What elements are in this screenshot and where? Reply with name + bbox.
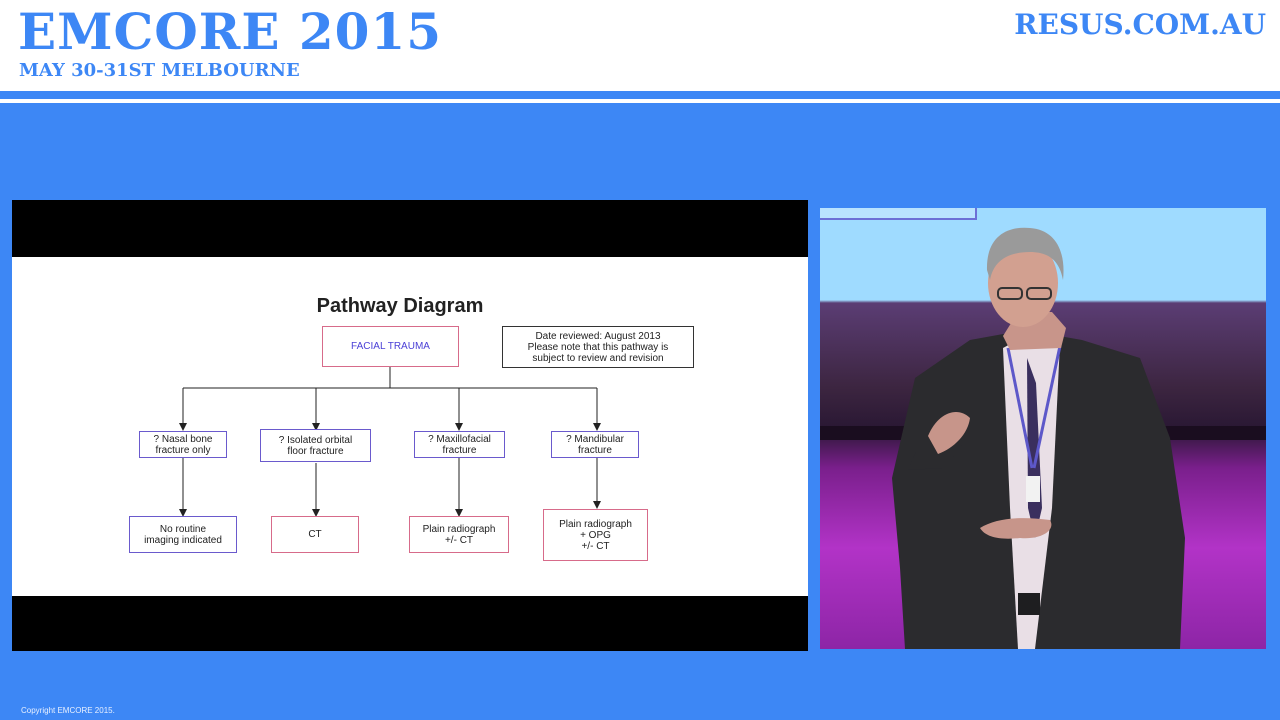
site-link[interactable]: RESUS.COM.AU: [1014, 8, 1266, 41]
outcome-line: imaging indicated: [144, 534, 222, 546]
question-line: fracture only: [155, 444, 211, 456]
pathway-connectors: [179, 367, 601, 517]
question-box-mandibular: ? Mandibular fracture: [551, 431, 639, 458]
review-note-box: Date reviewed: August 2013 Please note t…: [502, 326, 694, 368]
speaker-figure: [892, 227, 1185, 649]
outcome-box-nasal: No routine imaging indicated: [129, 516, 237, 553]
question-box-maxillofacial: ? Maxillofacial fracture: [414, 431, 505, 458]
outcome-line: Plain radiograph: [422, 523, 496, 535]
question-line: ? Isolated orbital: [278, 434, 353, 446]
question-line: fracture: [442, 444, 477, 456]
outcome-box-maxillofacial: Plain radiograph +/- CT: [409, 516, 509, 553]
pathway-root-box: FACIAL TRAUMA: [322, 326, 459, 367]
question-line: ? Maxillofacial: [428, 433, 491, 445]
question-line: fracture: [578, 444, 612, 456]
review-note-line: Please note that this pathway is: [527, 341, 669, 353]
outcome-line: +/- CT: [444, 534, 474, 546]
question-line: ? Nasal bone: [153, 433, 213, 445]
outcome-line: Plain radiograph: [559, 518, 632, 530]
review-note-line: subject to review and revision: [532, 352, 664, 364]
header-stripe: [0, 91, 1280, 99]
header-banner: EMCORE 2015 MAY 30-31ST MELBOURNE RESUS.…: [0, 0, 1280, 91]
outcome-line: + OPG: [580, 529, 611, 541]
outcome-line: CT: [308, 529, 322, 540]
question-line: ? Mandibular: [566, 433, 624, 445]
question-box-nasal: ? Nasal bone fracture only: [139, 431, 227, 458]
stage-screen-edge: [820, 208, 977, 220]
question-box-orbital: ? Isolated orbital floor fracture: [260, 429, 371, 462]
outcome-line: No routine: [159, 523, 207, 535]
event-title: EMCORE 2015: [18, 2, 443, 61]
header-stripe-gap: [0, 99, 1280, 103]
outcome-box-mandibular: Plain radiograph + OPG +/- CT: [543, 509, 648, 561]
presentation-slide-frame: Pathway Diagram FACIAL TRAUMA Date revie…: [12, 200, 808, 651]
presentation-slide: Pathway Diagram FACIAL TRAUMA Date revie…: [12, 257, 808, 596]
speaker-video: [820, 208, 1266, 649]
event-subtitle: MAY 30-31ST MELBOURNE: [19, 60, 300, 81]
copyright-notice: Copyright EMCORE 2015.: [21, 706, 115, 715]
question-line: floor fracture: [287, 445, 344, 457]
slide-title: Pathway Diagram: [316, 295, 484, 317]
review-note-line: Date reviewed: August 2013: [535, 330, 661, 342]
outcome-line: +/- CT: [581, 540, 610, 552]
outcome-box-orbital: CT: [271, 516, 359, 553]
pathway-root-label: FACIAL TRAUMA: [351, 341, 430, 352]
